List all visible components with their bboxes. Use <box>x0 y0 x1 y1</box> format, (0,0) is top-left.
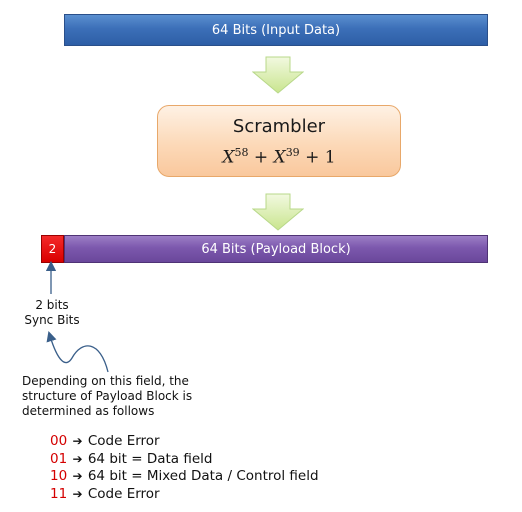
payload-block-bar: 64 Bits (Payload Block) <box>64 235 488 263</box>
formula-var-2: X <box>273 147 286 168</box>
input-data-label: 64 Bits (Input Data) <box>211 22 341 38</box>
code-value: 00 <box>50 433 68 449</box>
right-arrow-icon: ➔ <box>72 451 83 466</box>
formula-var-1: X <box>222 147 235 168</box>
description-line-3: determined as follows <box>22 404 155 418</box>
code-meaning: Code Error <box>87 433 160 449</box>
sync-label-line-2: Sync Bits <box>24 313 80 327</box>
code-list: 00 ➔ Code Error 01 ➔ 64 bit = Data field… <box>50 433 319 503</box>
curved-pointer-arrow <box>46 331 109 373</box>
code-row: 11 ➔ Code Error <box>50 486 319 504</box>
code-meaning: Code Error <box>87 485 160 502</box>
right-arrow-icon: ➔ <box>72 469 83 483</box>
scrambler-box: Scrambler X58 + X39 + 1 <box>157 105 401 177</box>
description-line-2: structure of Payload Block is <box>22 389 193 403</box>
code-row: 00 ➔ Code Error <box>50 433 319 451</box>
sync-bits-label: 2 bits Sync Bits <box>10 298 94 328</box>
description-text: Depending on this field, the structure o… <box>22 374 242 419</box>
code-meaning: 64 bit = Mixed Data / Control field <box>87 468 319 484</box>
input-data-bar: 64 Bits (Input Data) <box>64 14 488 46</box>
down-arrow-icon <box>252 193 304 231</box>
code-value: 11 <box>50 485 68 502</box>
formula-exp-1: 58 <box>234 146 249 159</box>
payload-block-label: 64 Bits (Payload Block) <box>201 241 351 257</box>
formula-const: 1 <box>324 147 336 168</box>
scrambler-title: Scrambler <box>232 116 326 137</box>
right-arrow-icon: ➔ <box>72 486 83 501</box>
right-arrow-icon: ➔ <box>72 434 83 448</box>
scrambler-formula: X58 + X39 + 1 <box>222 146 336 168</box>
code-row: 01 ➔ 64 bit = Data field <box>50 451 319 469</box>
down-arrow-icon <box>252 56 304 94</box>
sync-bits-value: 2 <box>48 242 57 256</box>
code-value: 01 <box>50 450 68 467</box>
description-line-1: Depending on this field, the <box>22 374 189 388</box>
formula-exp-2: 39 <box>285 146 300 159</box>
code-row: 10 ➔ 64 bit = Mixed Data / Control field <box>50 468 319 486</box>
code-value: 10 <box>50 468 68 484</box>
code-meaning: 64 bit = Data field <box>87 450 213 467</box>
sync-label-line-1: 2 bits <box>35 298 69 312</box>
